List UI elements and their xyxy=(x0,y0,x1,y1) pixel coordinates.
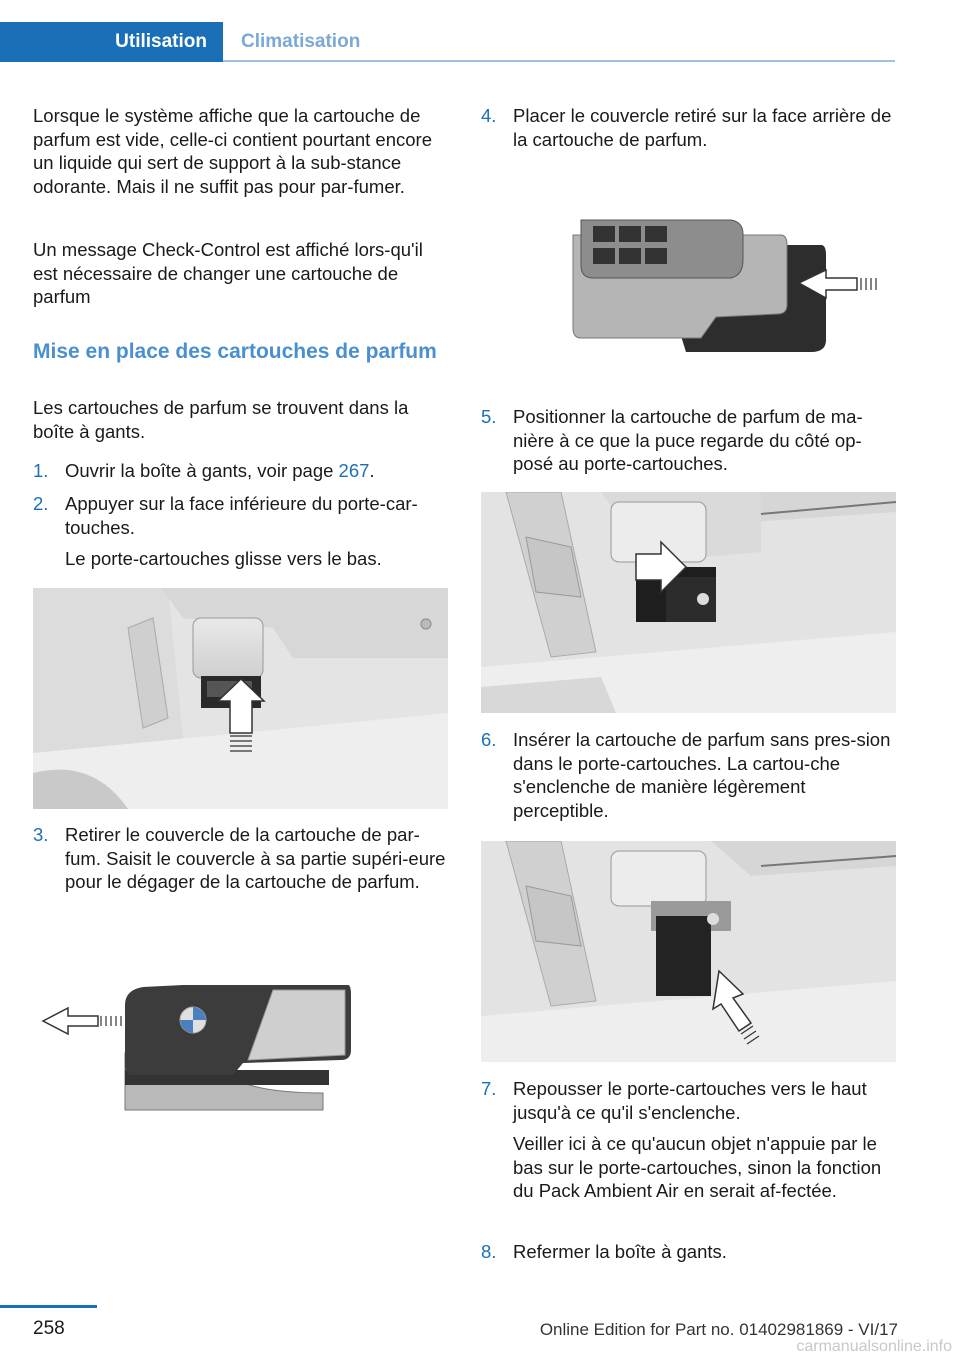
step-4: 4. Placer le couvercle retiré sur la fac… xyxy=(481,104,896,154)
step-6: 6. Insérer la cartouche de parfum sans p… xyxy=(481,728,896,828)
tab-underline xyxy=(223,60,895,62)
chapter-tabs: Utilisation Climatisation xyxy=(0,22,895,62)
photo-cover-on-back xyxy=(481,210,896,362)
step-text: Refermer la boîte à gants. xyxy=(513,1241,727,1262)
intro-paragraph-1: Lorsque le système affiche que la cartou… xyxy=(33,105,432,197)
step-text: Placer le couvercle retiré sur la face a… xyxy=(513,105,892,150)
watermark: carmanualsonline.info xyxy=(796,1338,952,1355)
step-text: Positionner la cartouche de parfum de ma… xyxy=(513,406,863,474)
intro-paragraph-2: Un message Check-Control est affiché lor… xyxy=(33,239,423,307)
photo-remove-cover xyxy=(33,975,448,1120)
tab-climatisation[interactable]: Climatisation xyxy=(241,31,361,52)
step-text: Ouvrir la boîte à gants, voir page 267. xyxy=(65,460,375,481)
step-number: 8. xyxy=(481,1241,497,1262)
step-8: 8. Refermer la boîte à gants. xyxy=(481,1240,896,1264)
step-2: 2. Appuyer sur la face inférieure du por… xyxy=(33,492,448,574)
page-number: 258 xyxy=(33,1318,65,1339)
step-5: 5. Positionner la cartouche de parfum de… xyxy=(481,405,896,480)
step-number: 6. xyxy=(481,729,497,750)
step-number: 7. xyxy=(481,1078,497,1099)
section-intro: Les cartouches de parfum se trouvent dan… xyxy=(33,397,409,442)
section-heading: Mise en place des cartouches de parfum xyxy=(33,340,437,363)
step-3: 3. Retirer le couvercle de la cartouche … xyxy=(33,823,448,923)
photo-position-cartridge xyxy=(481,492,896,713)
page-link[interactable]: 267 xyxy=(338,460,370,481)
photo-glovebox-holder-down xyxy=(33,588,448,809)
step-number: 4. xyxy=(481,105,497,126)
tab-utilisation[interactable]: Utilisation xyxy=(0,22,223,62)
step-text: Repousser le porte-cartouches vers le ha… xyxy=(513,1078,867,1123)
step-note: Le porte-cartouches glisse vers le bas. xyxy=(65,548,382,569)
step-1: 1. Ouvrir la boîte à gants, voir page 26… xyxy=(33,459,448,483)
step-number: 5. xyxy=(481,406,497,427)
step-number: 1. xyxy=(33,460,49,481)
edition-text: Online Edition for Part no. 01402981869 … xyxy=(539,1320,898,1339)
step-number: 2. xyxy=(33,493,49,514)
step-7: 7. Repousser le porte-cartouches vers le… xyxy=(481,1077,896,1237)
step-text: Appuyer sur la face inférieure du porte-… xyxy=(65,493,418,538)
photo-insert-cartridge xyxy=(481,841,896,1062)
step-text: Insérer la cartouche de parfum sans pres… xyxy=(513,729,891,821)
step-number: 3. xyxy=(33,824,49,845)
step-note: Veiller ici à ce qu'aucun objet n'appuie… xyxy=(513,1133,882,1201)
footer-rule xyxy=(0,1305,97,1308)
step-text: Retirer le couvercle de la cartouche de … xyxy=(65,824,446,892)
